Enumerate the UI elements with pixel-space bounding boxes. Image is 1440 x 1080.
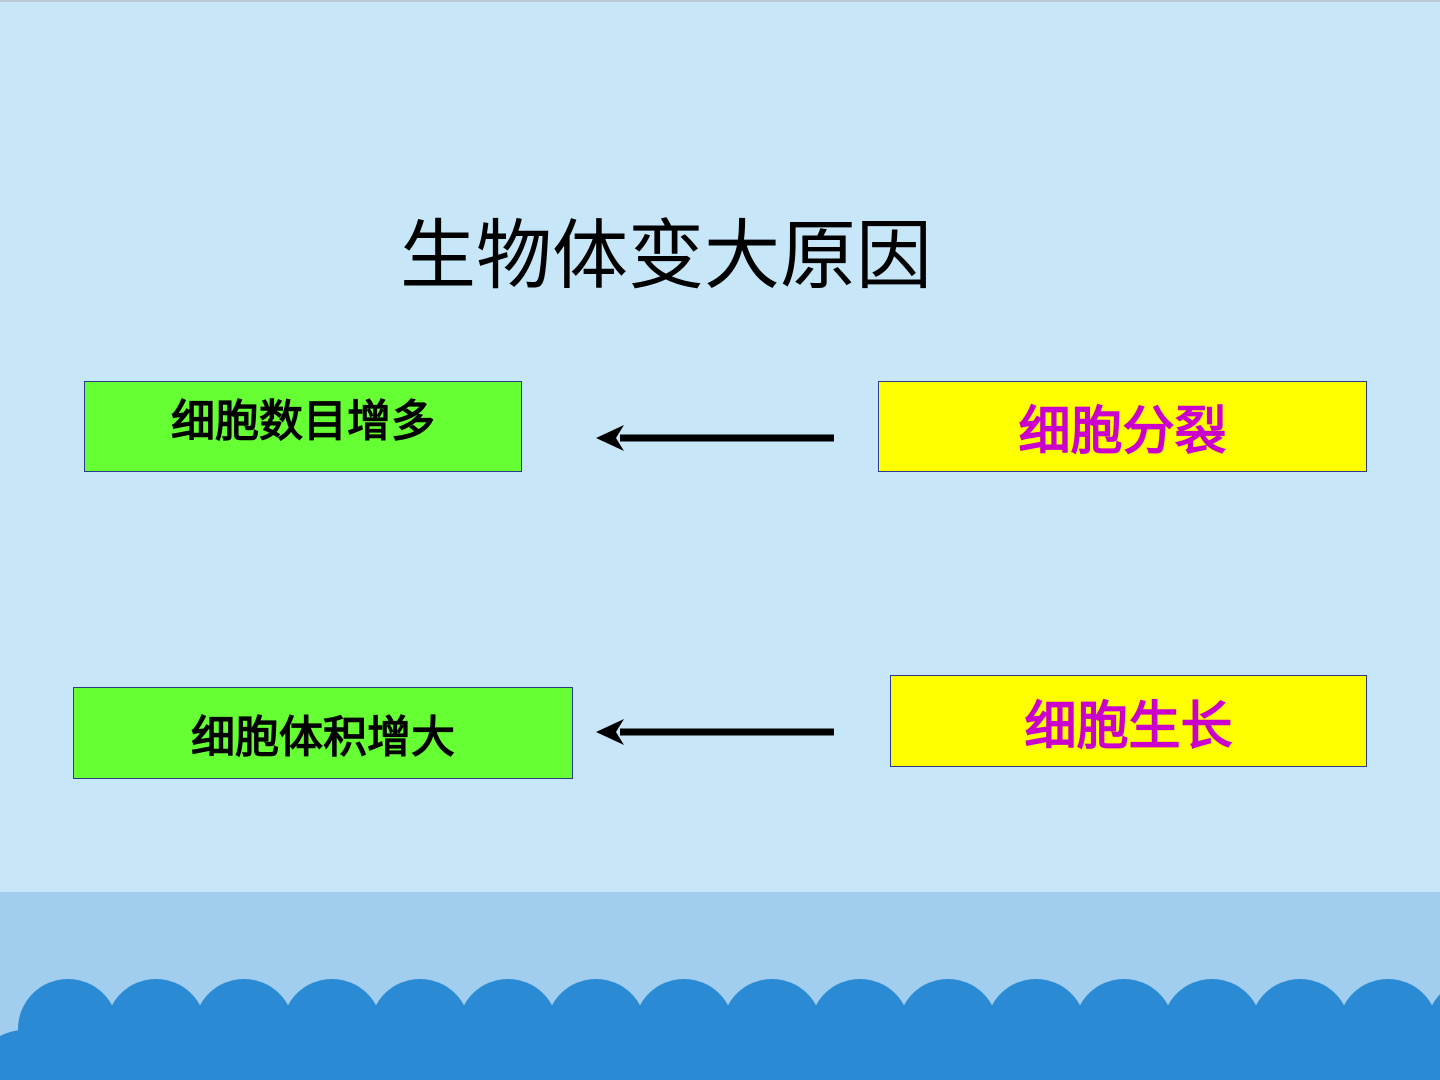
result-box-cell-number: 细胞数目增多 [84, 381, 522, 472]
scallop-row-front [0, 1030, 1440, 1080]
scallop-circle [1030, 1030, 1130, 1080]
scallop-circle [1206, 1030, 1306, 1080]
scallop-circle [590, 1030, 690, 1080]
cause-box-cell-growth: 细胞生长 [890, 675, 1367, 767]
scallop-wave-decoration [0, 892, 1440, 1080]
scallop-circle [238, 1030, 338, 1080]
top-border [0, 0, 1440, 2]
scallop-circle [1382, 1030, 1440, 1080]
slide-title: 生物体变大原因 [400, 211, 932, 300]
result-box-cell-volume: 细胞体积增大 [73, 687, 573, 779]
arrow-left-icon [596, 425, 834, 451]
scallop-circle [326, 1030, 426, 1080]
scallop-circle [942, 1030, 1042, 1080]
scallop-circle [150, 1030, 250, 1080]
scallop-circle [414, 1030, 514, 1080]
scallop-circle [678, 1030, 778, 1080]
scallop-circle [1294, 1030, 1394, 1080]
cause-box-cell-division: 细胞分裂 [878, 381, 1367, 472]
scallop-circle [1118, 1030, 1218, 1080]
scallop-circle [0, 1030, 74, 1080]
scallop-circle [62, 1030, 162, 1080]
scallop-circle [766, 1030, 866, 1080]
scallop-circle [502, 1030, 602, 1080]
arrow-left-icon [596, 719, 834, 745]
scallop-circle [854, 1030, 954, 1080]
